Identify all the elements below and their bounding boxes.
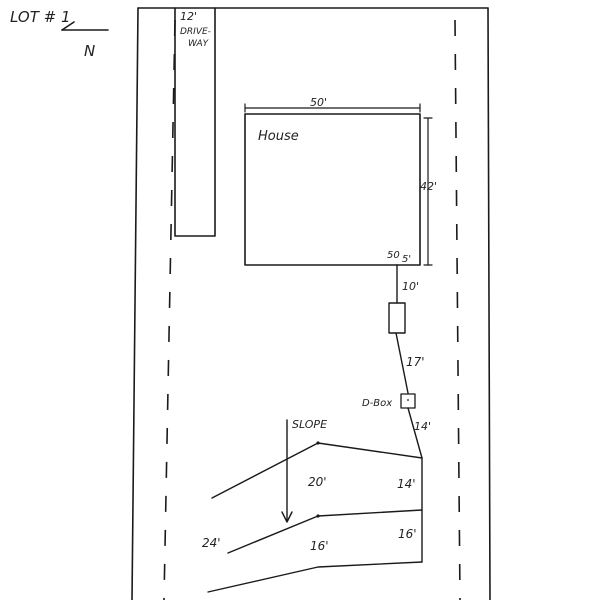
field-seg4-label: 16' [310,539,329,553]
field-seg1-label: 20' [308,475,327,489]
house-width-label: 50' [310,96,327,109]
house-offset-label: 5' [402,254,411,265]
field-seg5-label: 16' [398,527,417,541]
dbox-dot-icon [407,399,409,401]
dbox-label: D-Box [362,398,392,409]
driveway-width-label: 12' [180,10,197,23]
driveway-label-line1: DRIVE- [180,27,211,37]
right-setback-line [454,19,461,601]
house-footprint [244,113,421,266]
slope-label: SLOPE [292,418,327,431]
septic-tank [388,302,406,334]
north-label: N [84,42,95,60]
sewer-pipe-3 [407,407,423,459]
driveway-outline [174,7,216,237]
lot-left-boundary [131,7,139,601]
sewer-run3-label: 14' [414,420,431,433]
leach-line-1 [211,442,423,499]
field-seg2-label: 14' [397,477,416,491]
house-depth-label: 42' [420,180,437,193]
house-label: House [258,129,299,144]
leach-line-3 [207,561,423,593]
sewer-run1-label: 10' [402,280,419,293]
field-seg3-label: 24' [202,536,221,550]
lot-label: LOT # 1 [10,8,71,26]
left-setback-line [163,19,176,601]
north-arrow-icon [61,21,109,31]
driveway-label-line2: WAY [188,39,210,49]
lot-right-boundary [487,7,491,601]
sewer-pipe-2 [395,332,409,394]
distribution-box [400,393,416,409]
house-corner-label: 50 [387,250,400,261]
sewer-run2-label: 17' [406,355,425,369]
